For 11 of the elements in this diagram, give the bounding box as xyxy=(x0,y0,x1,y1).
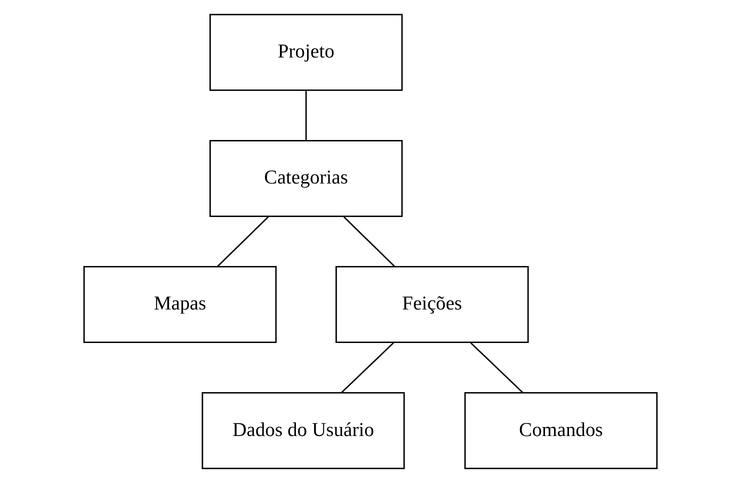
node-box: Mapas xyxy=(82,266,276,343)
node-box: Feições xyxy=(334,266,528,343)
connector xyxy=(340,342,394,393)
connector xyxy=(304,90,306,140)
node-box: Categorias xyxy=(208,139,402,216)
node-box: Comandos xyxy=(464,392,658,469)
connector xyxy=(342,216,395,267)
node-box: Projeto xyxy=(208,13,402,90)
connector xyxy=(470,342,523,393)
node-box: Dados do Usuário xyxy=(201,392,404,469)
connector xyxy=(216,216,268,267)
